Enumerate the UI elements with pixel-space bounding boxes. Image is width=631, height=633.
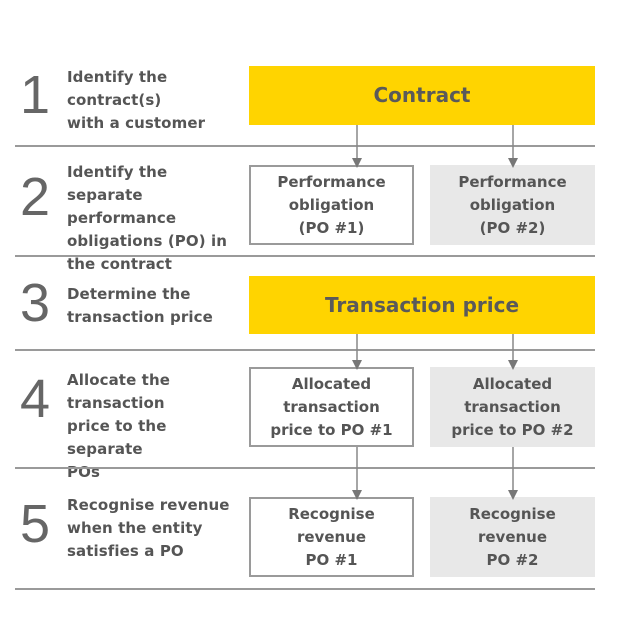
step-5-number: 5 <box>19 494 51 554</box>
contract-box: Contract <box>249 66 595 125</box>
divider-4 <box>15 467 595 469</box>
divider-1 <box>15 145 595 147</box>
step-2-number: 2 <box>19 167 51 227</box>
step-5-line-2: when the entity <box>67 519 203 537</box>
divider-2 <box>15 255 595 257</box>
rev1-line-3: PO #1 <box>305 550 358 569</box>
alloc2-line-2: transaction <box>464 397 561 416</box>
step-4-number: 4 <box>19 369 51 429</box>
step-1-line-2: contract(s) <box>67 91 162 109</box>
step-2-description: Identify the separate performance obliga… <box>67 161 247 276</box>
step-3-number: 3 <box>19 273 51 333</box>
step-3-description: Determine the transaction price <box>67 283 247 329</box>
recognise-revenue-2-box: Recognise revenue PO #2 <box>430 497 595 577</box>
step-1-number: 1 <box>19 65 51 125</box>
step-2-line-3: obligations (PO) in <box>67 232 228 250</box>
step-2-line-1: Identify the separate <box>67 163 168 204</box>
po1-line-2: obligation <box>288 195 375 214</box>
rev1-line-1: Recognise <box>288 504 375 523</box>
alloc1-line-1: Allocated <box>291 374 372 393</box>
alloc1-line-3: price to PO #1 <box>270 420 393 439</box>
step-3-line-1: Determine the <box>67 285 191 303</box>
recognise-revenue-1-box: Recognise revenue PO #1 <box>249 497 414 577</box>
step-4-line-2: transaction <box>67 394 165 412</box>
alloc1-line-2: transaction <box>283 397 380 416</box>
po2-line-3: (PO #2) <box>479 218 546 237</box>
step-4-line-1: Allocate the <box>67 371 170 389</box>
rev1-line-2: revenue <box>296 527 367 546</box>
rev2-line-1: Recognise <box>469 504 556 523</box>
step-1-line-3: with a customer <box>67 114 206 132</box>
divider-3 <box>15 349 595 351</box>
alloc2-line-3: price to PO #2 <box>451 420 574 439</box>
rev2-line-3: PO #2 <box>486 550 539 569</box>
po1-line-1: Performance <box>277 172 386 191</box>
po2-line-1: Performance <box>458 172 567 191</box>
po1-line-3: (PO #1) <box>298 218 365 237</box>
transaction-price-box: Transaction price <box>249 276 595 334</box>
step-4-description: Allocate the transaction price to the se… <box>67 369 247 484</box>
step-1-description: Identify the contract(s) with a customer <box>67 66 247 135</box>
divider-5 <box>15 588 595 590</box>
performance-obligation-2-box: Performance obligation (PO #2) <box>430 165 595 245</box>
step-2-line-4: the contract <box>67 255 173 273</box>
alloc2-line-1: Allocated <box>472 374 553 393</box>
po2-line-2: obligation <box>469 195 556 214</box>
allocated-price-1-box: Allocated transaction price to PO #1 <box>249 367 414 447</box>
step-5-description: Recognise revenue when the entity satisf… <box>67 494 247 563</box>
step-2-line-2: performance <box>67 209 177 227</box>
rev2-line-2: revenue <box>477 527 548 546</box>
step-5-line-3: satisfies a PO <box>67 542 184 560</box>
allocated-price-2-box: Allocated transaction price to PO #2 <box>430 367 595 447</box>
step-1-line-1: Identify the <box>67 68 168 86</box>
step-5-line-1: Recognise revenue <box>67 496 230 514</box>
step-3-line-2: transaction price <box>67 308 213 326</box>
performance-obligation-1-box: Performance obligation (PO #1) <box>249 165 414 245</box>
step-4-line-3: price to the separate <box>67 417 167 458</box>
